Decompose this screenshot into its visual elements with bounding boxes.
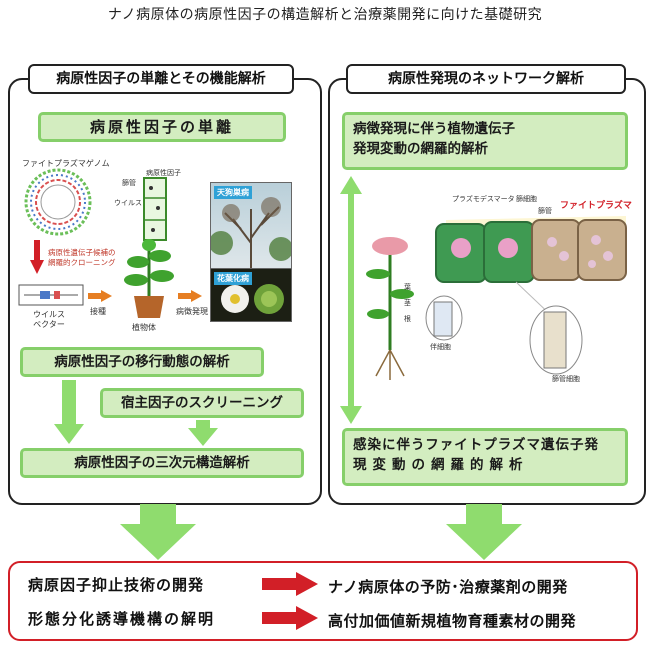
isolation-box: 病原性因子の単離 [38,112,286,142]
vector-label-2: ベクター [33,320,65,329]
sieve-tube-icon [143,177,167,241]
photo2-label: 花葉化病 [214,272,252,285]
migration-down-arrow [54,380,84,444]
plant-gene-box-line1: 病徴発現に伴う植物遺伝子 [353,121,515,137]
cloning-label-1: 病原性遺伝子候補の [48,248,116,257]
vector-diagram-icon [18,284,84,306]
genome-map-icon [24,168,92,236]
vector-label: ウイルス ベクター [24,310,74,330]
factor-label: 病原性因子 [146,169,181,177]
phytoplasma-gene-box-line1: 感染に伴うファイトプラズマ遺伝子発 [353,437,599,453]
cell-infection-illustration [366,216,627,380]
outcome-arrow-2-icon [262,606,318,630]
structure-box: 病原性因子の三次元構造解析 [20,448,304,478]
inoculation-label: 接種 [90,307,106,316]
outcome-right-2: 高付加価値新規植物育種素材の開発 [328,612,577,630]
illus-label-d: 篩管細胞 [552,375,580,383]
vector-label-1: ウイルス [33,310,65,319]
outcomes-box [8,561,638,641]
phytoplasma-gene-box-line2: 現変動の網羅的解析 [353,457,529,473]
left-panel-title: 病原性因子の単離とその機能解析 [28,64,294,94]
cells-group [435,219,627,283]
flower-icon [221,284,284,314]
phyllody-photo: 花葉化病 [210,268,292,322]
sieve-label: 篩管 [122,179,136,187]
photo1-label: 天狗巣病 [214,186,252,199]
illus-label-f: 葉 [404,283,411,291]
right-panel-title: 病原性発現のネットワーク解析 [346,64,626,94]
plant-gene-box-line2: 発現変動の網羅的解析 [353,141,488,157]
inoculation-arrow-icon [88,290,112,302]
virus-label: ウイルス [114,199,142,207]
illus-label-a: プラズモデスマータ [452,195,515,203]
outcome-arrow-1-icon [262,572,318,596]
plant-icon [124,239,174,318]
illus-label-c: 篩管 [538,207,552,215]
phytoplasma-gene-box: 感染に伴うファイトプラズマ遺伝子発 現変動の網羅的解析 [342,428,628,486]
illus-label-h: 根 [404,315,411,323]
tree-icon [211,197,291,269]
screening-box: 宿主因子のスクリーニング [100,388,304,418]
outcome-left-1: 病原因子抑止技術の開発 [28,576,205,594]
illus-label-g: 茎 [404,299,411,307]
outcome-right-1: ナノ病原体の予防･治療薬剤の開発 [328,578,568,596]
outcome-left-2: 形態分化誘導機構の解明 [28,610,216,628]
down-arrow-icon [30,240,44,274]
page-title: ナノ病原体の病原性因子の構造解析と治療薬開発に向けた基礎研究 [107,7,543,23]
witches-broom-photo: 天狗巣病 [210,182,292,270]
cloning-label-2: 網羅的クローニング [48,258,116,267]
cloning-label: 病原性遺伝子候補の 網羅的クローニング [48,248,116,268]
illus-label-e: 伴細胞 [430,343,451,351]
illus-label-b: 篩細胞 [516,195,537,203]
screening-down-arrow [188,420,218,446]
right-outcome-arrow [446,504,522,560]
bidirectional-arrow [340,176,362,424]
left-outcome-arrow [120,504,196,560]
symptom-arrow-icon [178,290,202,302]
plant-label: 植物体 [132,323,156,332]
migration-box: 病原性因子の移行動態の解析 [20,347,264,377]
genome-label: ファイトプラズマゲノム [22,159,110,168]
phytoplasma-label: ファイトプラズマ [560,201,632,211]
plant-gene-box: 病徴発現に伴う植物遺伝子 発現変動の網羅的解析 [342,112,628,170]
symptom-label: 病徴発現 [176,307,208,316]
